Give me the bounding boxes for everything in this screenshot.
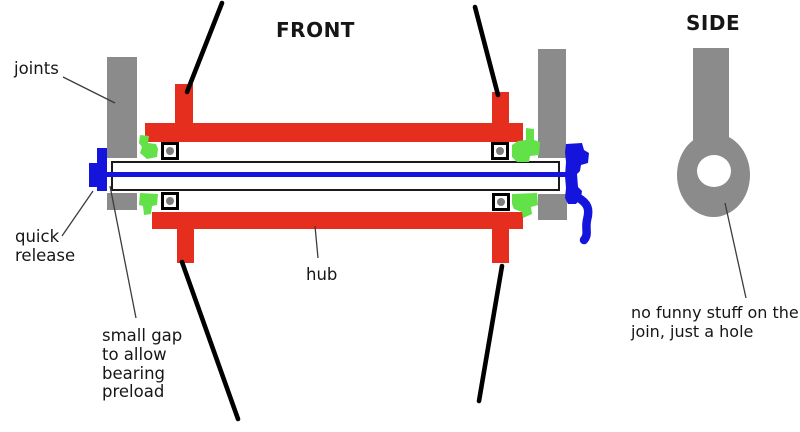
bearing-bottom-left [161, 192, 179, 210]
hub-shell-top-bar [145, 123, 523, 142]
preload-spacer-bottom-right [512, 193, 538, 218]
joint-left-upper [107, 57, 137, 158]
bearing-bottom-right [492, 193, 510, 211]
joint-right-lower [538, 194, 567, 220]
bearing-top-left [161, 142, 179, 160]
pointer-small-gap [109, 185, 137, 319]
quick-release-skewer-rod [100, 172, 570, 177]
side-view-title: SIDE [686, 11, 741, 35]
pointer-quick-release [61, 190, 94, 237]
bearing-ball-icon [166, 147, 174, 155]
spoke-line-bottom-left [179, 259, 241, 422]
spoke-line-top-right [472, 4, 501, 98]
label-side-note: no funny stuff on the join, just a hole [631, 303, 799, 342]
preload-spacer-top-left [139, 135, 158, 159]
preload-spacer-top-right [512, 128, 540, 162]
joint-right-upper [538, 49, 566, 158]
quick-release-lever-body [565, 143, 589, 204]
side-view-joint-stem [693, 48, 729, 140]
preload-spacer-bottom-left [139, 193, 158, 215]
bearing-ball-icon [496, 147, 504, 155]
hub-flange-bottom-left [177, 228, 194, 263]
label-hub: hub [306, 265, 338, 284]
label-quick-release: quick release [15, 227, 76, 265]
hub-flange-bottom-right [492, 228, 509, 263]
hub-flange-top-right [492, 92, 509, 124]
pointer-joints [62, 76, 116, 104]
quick-release-nut [97, 148, 107, 191]
side-view-axle-hole [697, 155, 731, 187]
label-small-gap: small gap to allow bearing preload [102, 326, 183, 402]
bearing-ball-icon [166, 197, 174, 205]
bearing-ball-icon [497, 198, 505, 206]
spoke-line-top-left [184, 0, 225, 95]
front-view-title: FRONT [276, 18, 355, 42]
hub-shell-bottom-bar [152, 212, 523, 229]
bearing-top-right [491, 142, 509, 160]
pointer-hub [314, 225, 319, 259]
label-joints: joints [14, 59, 59, 78]
quick-release-nut-cap [89, 163, 98, 187]
spoke-line-bottom-right [476, 263, 505, 404]
quick-release-lever-handle [572, 192, 593, 245]
pointer-side-note [724, 202, 747, 299]
hub-flange-top-left [175, 84, 193, 124]
